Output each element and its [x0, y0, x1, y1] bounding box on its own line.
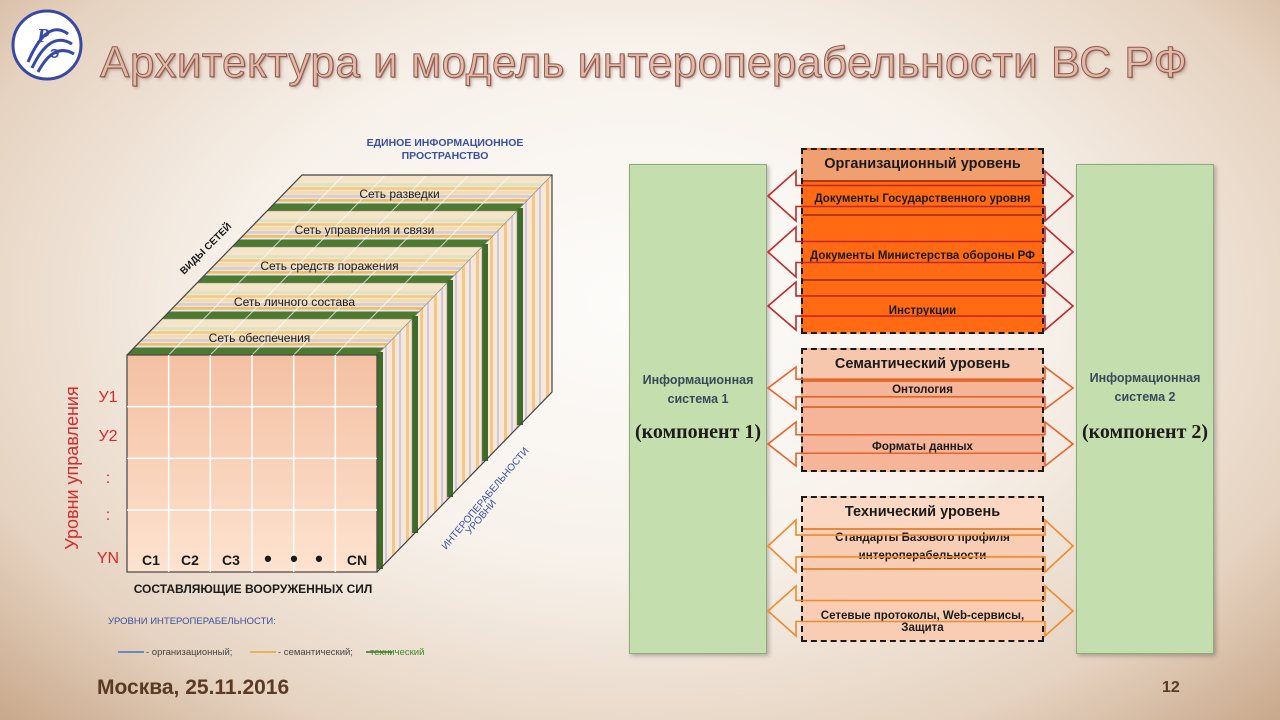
- network-layer-grid: [279, 246, 316, 284]
- slide-title: Архитектура и модель интероперабельности…: [100, 38, 1188, 88]
- network-label: Сеть личного состава: [234, 295, 355, 309]
- semantic-item-1: Онтология: [892, 384, 953, 396]
- technical-item-2: Сетевые протоколы, Web-сервисы, Защита: [820, 610, 1025, 634]
- component-label: C1: [142, 552, 160, 568]
- legend-label: - семантический;: [278, 647, 353, 658]
- network-layer-grid: [168, 318, 205, 356]
- semantic-item-2: Форматы данных: [872, 441, 973, 453]
- system2-component: (компонент 2): [1081, 421, 1209, 443]
- semantic-level-title: Семантический уровень: [834, 356, 1011, 372]
- component-label: •: [315, 546, 323, 571]
- component-label: C2: [181, 552, 199, 568]
- legend-label: технический: [370, 647, 424, 658]
- network-layer-grid: [474, 174, 511, 212]
- network-layer-grid: [273, 210, 310, 248]
- page-number: 12: [1162, 679, 1180, 696]
- component-label: •: [264, 546, 272, 571]
- organizational-item-2: Документы Министерства обороны РФ: [809, 250, 1035, 262]
- technical-item-1-cont: интероперабельности: [858, 550, 987, 562]
- technical-item-1: Стандарты Базового профиля: [835, 532, 1010, 544]
- network-layer-grid: [369, 282, 406, 320]
- component-label: CN: [347, 552, 367, 568]
- organizational-item-1: Документы Государственного уровня: [814, 193, 1031, 205]
- network-layer-grid: [314, 210, 351, 248]
- network-layer-grid: [328, 282, 365, 320]
- network-label: Сеть обеспечения: [209, 331, 311, 345]
- network-layer: [231, 210, 518, 465]
- network-layer-grid: [398, 210, 435, 248]
- semantic-level: Семантический уровень Онтология Форматы …: [801, 348, 1044, 472]
- system1-component: (компонент 1): [634, 421, 762, 443]
- svg-text:Э: Э: [50, 46, 59, 61]
- network-layer-grid: [363, 246, 400, 284]
- network-layer-grid: [349, 174, 386, 212]
- system2-name-line2: система 2: [1114, 390, 1176, 404]
- network-layer-grid: [404, 246, 441, 284]
- network-layer-grid: [334, 318, 371, 356]
- organizational-level-title: Организационный уровень: [824, 156, 1021, 172]
- control-level-label: :: [106, 507, 110, 524]
- network-layer-grid: [203, 282, 240, 320]
- control-level-label: У1: [98, 389, 117, 406]
- network-label: Сеть разведки: [359, 187, 439, 201]
- information-system-1: Информационная система 1 (компонент 1): [629, 164, 767, 654]
- network-layer-grid: [244, 282, 281, 320]
- legend-label: - организационный;: [146, 647, 232, 658]
- system1-name-line1: Информационная: [642, 373, 754, 387]
- svg-text:Р: Р: [36, 25, 50, 47]
- legend-title: УРОВНИ ИНТЕРОПЕРАБЕЛЬНОСТИ:: [108, 616, 276, 627]
- network-layer-grid: [293, 318, 330, 356]
- footer-date: Москва, 25.11.2016: [97, 676, 290, 699]
- components-axis-label: СОСТАВЛЯЮЩИЕ ВООРУЖЕННЫХ СИЛ: [134, 582, 373, 596]
- network-layer-grid: [356, 210, 393, 248]
- component-label: •: [290, 546, 298, 571]
- network-label: Сеть средств поражения: [260, 259, 398, 273]
- information-system-2: Информационная система 2 (компонент 2): [1076, 164, 1214, 654]
- network-layer-grid: [391, 174, 428, 212]
- network-layer: [126, 318, 413, 573]
- network-layer-grid: [308, 174, 345, 212]
- network-layer-grid: [238, 246, 275, 284]
- component-label: C3: [222, 552, 240, 568]
- organizational-level: Организационный уровень Документы Госуда…: [801, 148, 1044, 334]
- network-layer-grid: [209, 318, 246, 356]
- organization-logo-icon: Р Э: [11, 9, 83, 81]
- cube-top-title-line2: ПРОСТРАНСТВО: [402, 150, 489, 162]
- network-layer-grid: [286, 282, 323, 320]
- cube-top-title-line1: ЕДИНОЕ ИНФОРМАЦИОННОЕ: [367, 137, 524, 149]
- system2-name-line1: Информационная: [1089, 371, 1201, 385]
- network-layer-grid: [251, 318, 288, 356]
- technical-level-title: Технический уровень: [844, 504, 1001, 520]
- technical-level: Технический уровень Стандарты Базового п…: [801, 496, 1044, 642]
- control-level-label: У2: [98, 428, 117, 445]
- system1-name-line2: система 1: [667, 392, 729, 406]
- cube-outline: [126, 174, 553, 573]
- network-layer: [196, 246, 483, 501]
- network-label: Сеть управления и связи: [295, 223, 435, 237]
- network-layer-grid: [439, 210, 476, 248]
- control-level-label: :: [106, 470, 110, 487]
- organizational-item-3: Инструкции: [888, 305, 957, 317]
- control-axis-label: Уровни управления: [62, 386, 82, 549]
- control-level-label: YN: [97, 550, 119, 567]
- network-layer-grid: [433, 174, 470, 212]
- network-layer-grid: [321, 246, 358, 284]
